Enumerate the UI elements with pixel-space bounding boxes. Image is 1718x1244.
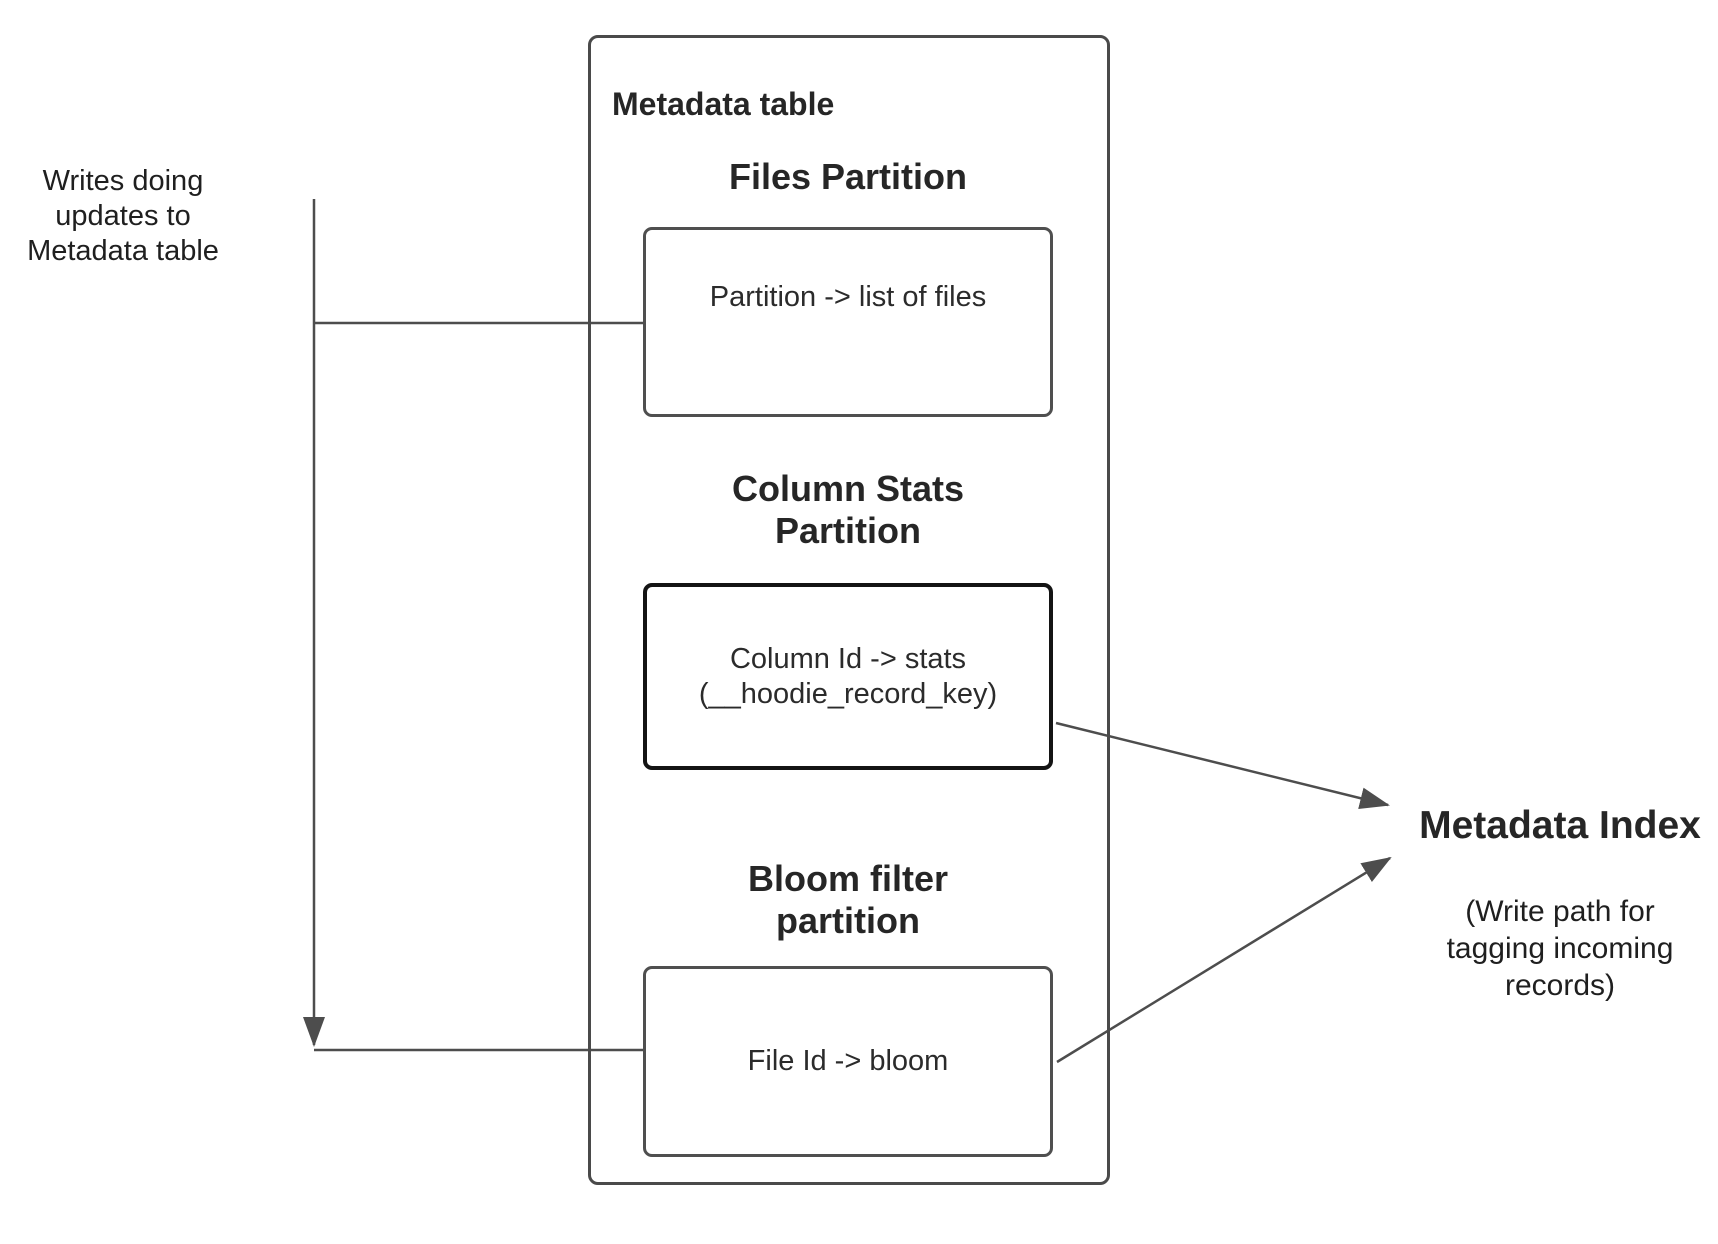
column-stats-partition-heading: Column Stats Partition <box>731 468 964 551</box>
writes-updates-note: Writes doing updates to Metadata table <box>27 165 219 267</box>
metadata-index-title: Metadata Index <box>1419 804 1701 847</box>
files-partition-heading: Files Partition <box>728 156 968 197</box>
metadata-table-title: Metadata table <box>612 86 835 122</box>
metadata-index-subtitle: (Write path for tagging incoming records… <box>1446 895 1674 1002</box>
column-stats-partition-box: Column Id -> stats (__hoodie_record_key) <box>643 583 1053 770</box>
bloom-filter-mapping-label: File Id -> bloom <box>747 1045 949 1077</box>
bloom-filter-partition-heading: Bloom filter partition <box>747 858 948 941</box>
bloom-filter-partition-box: File Id -> bloom <box>643 966 1053 1157</box>
files-partition-mapping-label: Partition -> list of files <box>709 280 987 313</box>
column-stats-mapping-label: Column Id -> stats (__hoodie_record_key) <box>698 642 998 710</box>
files-partition-box: Partition -> list of files <box>643 227 1053 417</box>
metadata-table-box <box>588 35 1110 1185</box>
